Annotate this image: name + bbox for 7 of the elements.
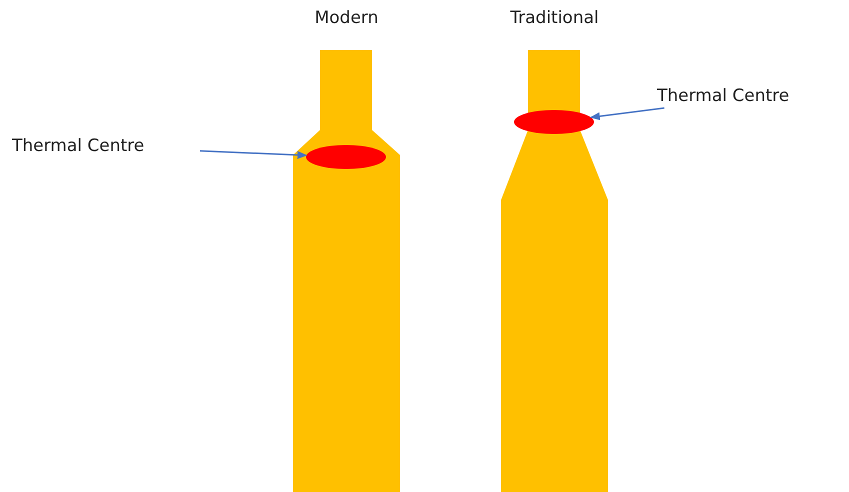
shape-heading: Modern xyxy=(314,8,380,28)
callout-label: Thermal Centre xyxy=(657,86,790,106)
leader-line xyxy=(200,150,308,159)
callout-label: Thermal Centre xyxy=(12,136,144,156)
leader-line xyxy=(590,107,664,120)
shape-heading: Traditional xyxy=(509,8,600,28)
thermal-zone-ellipse xyxy=(514,110,594,134)
